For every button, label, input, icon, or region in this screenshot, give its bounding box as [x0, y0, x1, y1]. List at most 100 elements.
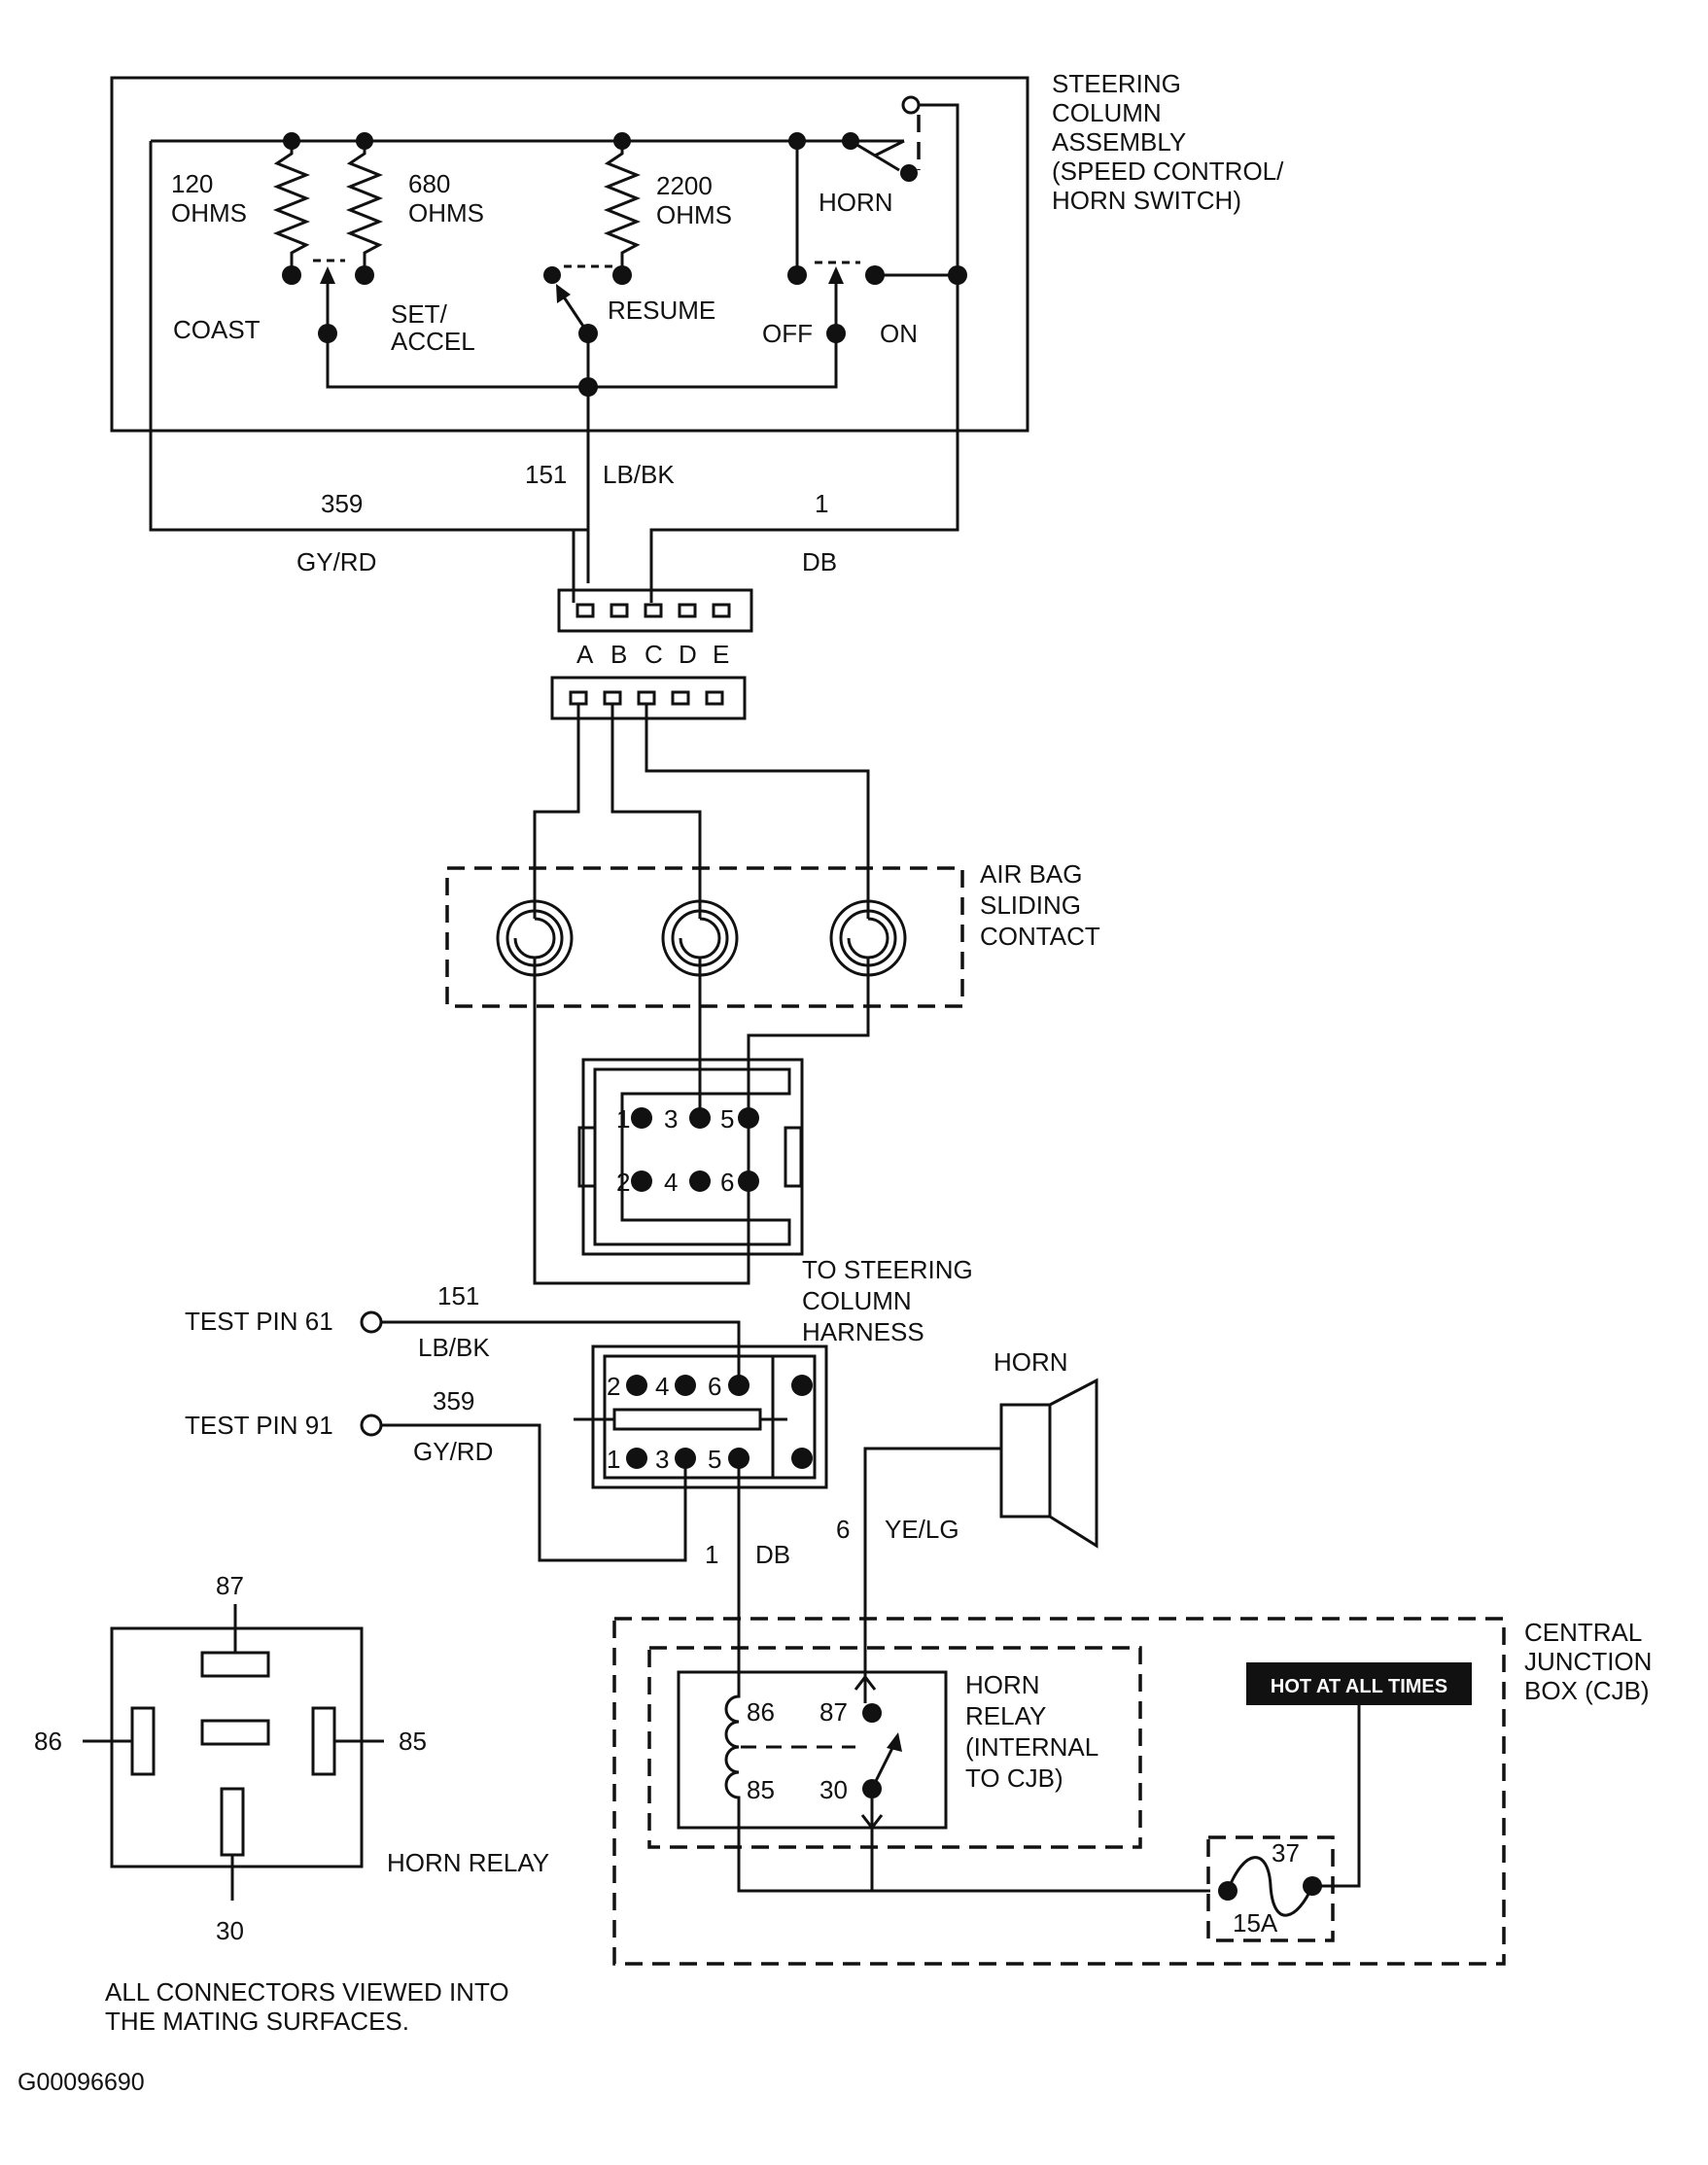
pin-3-dot: [675, 1448, 696, 1469]
steering-title-line: ASSEMBLY: [1052, 127, 1186, 157]
wire-1-label: 1: [705, 1540, 718, 1569]
steering-title-line: STEERING: [1052, 69, 1181, 98]
note-line: ALL CONNECTORS VIEWED INTO: [105, 1977, 509, 2007]
relay-pin-86-label: 86: [747, 1697, 775, 1727]
horn: HORN 6 YE/LG: [836, 1347, 1098, 1677]
connector-pin-a: [575, 603, 595, 618]
airbag-contact-label: AIR BAG SLIDING CONTACT: [980, 859, 1100, 951]
label-line: ACCEL: [391, 327, 475, 356]
relay-coil: [724, 1682, 1210, 1893]
label-line: SET/: [391, 299, 448, 329]
horn-relay-caption: HORN RELAY: [387, 1848, 549, 1877]
connector-shell: [591, 1344, 828, 1489]
relay-view-body: [110, 1626, 364, 1868]
circuit-1-to-pin-c: [649, 433, 959, 603]
wire-yelg-label: YE/LG: [885, 1515, 959, 1544]
label-line: JUNCTION: [1524, 1647, 1652, 1676]
connector-inner: [593, 1067, 791, 1246]
pin-label-2: 2: [616, 1168, 630, 1197]
relay-contact-87: [862, 1703, 882, 1723]
relay-view-terminal-86: [130, 1706, 156, 1776]
label-line: RELAY: [965, 1701, 1046, 1730]
pin-label-4: 4: [664, 1168, 678, 1197]
connector-pin-d: [678, 603, 697, 618]
off-label: OFF: [762, 319, 813, 348]
horn-switch-label: HORN: [819, 188, 893, 217]
figure-code: G00096690: [17, 2069, 145, 2096]
six-pin-connector-upper: 1 3 5 2 4 6: [577, 1058, 804, 1283]
relay-view-label-86: 86: [34, 1727, 62, 1756]
set-accel-label: SET/ ACCEL: [391, 299, 475, 356]
connector-body: [550, 676, 747, 720]
pin-label-4: 4: [655, 1372, 669, 1401]
wire-359-label: 359: [321, 489, 363, 518]
steering-title-line: (SPEED CONTROL/: [1052, 157, 1284, 186]
pin-label-5: 5: [720, 1104, 734, 1134]
resume-rest-contact: [543, 266, 561, 284]
wire-lbbk-label: LB/BK: [418, 1333, 490, 1362]
test-pin-91-terminal: [360, 1414, 383, 1437]
wire-to-center-clockspring: [610, 704, 702, 919]
steering-title-line: HORN SWITCH): [1052, 186, 1241, 215]
pin-2-dot: [626, 1375, 647, 1396]
pin-label-1: 1: [607, 1445, 620, 1474]
resume-arrow: [556, 284, 571, 303]
relay-pin-85-label: 85: [747, 1775, 775, 1804]
to-steering-column-harness-label: TO STEERING COLUMN HARNESS: [802, 1255, 980, 1346]
wire-359-test-pin: [381, 1423, 687, 1562]
label-line: TO CJB): [965, 1763, 1063, 1793]
cjb-label: CENTRAL JUNCTION BOX (CJB): [1524, 1618, 1659, 1705]
horn-bell: [1049, 1378, 1098, 1549]
fuse-dashed-box: [1206, 1835, 1335, 1942]
pin-4-dot: [675, 1375, 696, 1396]
test-pin-61-terminal: [360, 1310, 383, 1334]
pin-3-dot: [689, 1107, 711, 1129]
connector-pin-c: [644, 603, 663, 618]
connector-pin-e: [712, 603, 731, 618]
six-pin-connector-lower: 2 4 6 1 3 5: [574, 1344, 828, 1489]
hot-at-all-times-text: HOT AT ALL TIMES: [1271, 1676, 1447, 1697]
note-line: THE MATING SURFACES.: [105, 2007, 409, 2036]
wire-gyrd-label: GY/RD: [296, 547, 376, 576]
relay-pin-87-label: 87: [819, 1697, 848, 1727]
horn-relay-internal-dashed-box: [647, 1646, 1142, 1849]
label-line: CONTACT: [980, 922, 1100, 951]
horn-switch-open-terminal: [901, 95, 921, 115]
horn-switch-contact: [900, 164, 918, 182]
label-line: HORN: [965, 1670, 1040, 1699]
steering-column-assembly: STEERING COLUMN ASSEMBLY (SPEED CONTROL/…: [110, 69, 1284, 544]
off-on-common: [826, 324, 846, 343]
label-line: COLUMN: [802, 1286, 912, 1315]
resistor-2200-ohms: [603, 141, 642, 275]
connector-body: [557, 588, 753, 633]
steering-title-line: COLUMN: [1052, 98, 1162, 127]
connector-a-e-upper: A B C D E: [557, 588, 753, 669]
wire-db-label: DB: [802, 547, 837, 576]
horn-switch-blade: [850, 139, 900, 172]
wire-lbbk-label: LB/BK: [603, 460, 675, 489]
pin-1-dot: [631, 1107, 652, 1129]
central-junction-box: CENTRAL JUNCTION BOX (CJB) HORN RELAY (I…: [612, 1617, 1659, 1966]
label-line: CENTRAL: [1524, 1618, 1642, 1647]
connector-key: [612, 1408, 762, 1431]
test-pin-61-label: TEST PIN 61: [185, 1307, 333, 1336]
horn-relay-internal-label: HORN RELAY (INTERNAL TO CJB): [965, 1670, 1105, 1793]
wire-151-label: 151: [525, 460, 567, 489]
relay-view-terminal-87a: [200, 1719, 270, 1746]
pin-label-5: 5: [708, 1445, 721, 1474]
horn-switch-pivot: [842, 132, 859, 150]
label-line: 680: [408, 169, 450, 198]
pin-label-6: 6: [720, 1168, 734, 1197]
wire-to-left-clockspring: [533, 704, 580, 919]
connector-pin: [705, 690, 724, 706]
label-line: 2200: [656, 171, 713, 200]
relay-blade-arrow: [887, 1732, 902, 1752]
clockspring-right: [829, 899, 907, 977]
end-cap-dot: [791, 1448, 813, 1469]
horn-relay-pin-view: 87 86 85 30 HORN RELAY: [34, 1571, 549, 1945]
fuse-rating-label: 15A: [1233, 1908, 1278, 1938]
relay-pin-30-label: 30: [819, 1775, 848, 1804]
coast-contact: [282, 265, 301, 285]
label-line: BOX (CJB): [1524, 1676, 1650, 1705]
relay-view-terminal-87: [200, 1651, 270, 1678]
